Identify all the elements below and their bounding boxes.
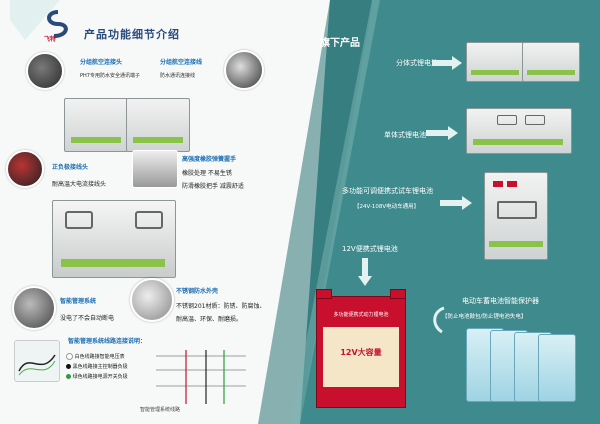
callout-4-title: 高强度橡胶弹簧握手 bbox=[182, 156, 237, 163]
callout-3-title: 正负极接线头 bbox=[52, 164, 89, 171]
brand-logo bbox=[38, 10, 74, 40]
connector-photo-2 bbox=[224, 50, 264, 90]
product-2-battery bbox=[466, 108, 572, 154]
protector-card-4 bbox=[538, 334, 576, 402]
wiring-legend: 白色线路接智能电压表 黑色线路接主控制器负极 绿色线路接电源开关负极 bbox=[66, 352, 128, 382]
product-2-label: 单体式锂电池 bbox=[384, 131, 426, 139]
wiring-footer: 智能管理系统线路 bbox=[140, 407, 181, 413]
main-battery bbox=[52, 200, 176, 278]
product-1-label: 分体式锂电池 bbox=[396, 59, 438, 67]
product-1-battery-a bbox=[466, 42, 524, 82]
arrow-down-icon bbox=[358, 258, 372, 286]
callout-6-desc-2: 耐高温、环保、耐磨损。 bbox=[176, 316, 243, 323]
callout-5-desc: 没电了不会自动断电 bbox=[60, 315, 115, 322]
product-1-battery-b bbox=[522, 42, 580, 82]
product-4-box-text-2: 12V大容量 bbox=[340, 348, 382, 357]
cable-icon bbox=[18, 354, 56, 376]
callout-6-title: 不锈钢防水外壳 bbox=[176, 288, 219, 295]
logo-icon bbox=[47, 10, 68, 38]
callout-1: 分组航空连接头 PH7专用防水安全通讯端子 bbox=[80, 57, 140, 79]
callout-4-desc-1: 橡胶处理 不易生锈 bbox=[182, 170, 232, 177]
callout-4: 高强度橡胶弹簧握手 橡胶处理 不易生锈 防滑橡胶把手 减震舒适 bbox=[182, 154, 244, 190]
bms-photo bbox=[12, 286, 56, 330]
product-3-battery bbox=[484, 172, 548, 260]
shell-photo bbox=[130, 278, 174, 322]
callout-4-desc-2: 防滑橡胶把手 减震舒适 bbox=[182, 183, 244, 190]
callout-2-desc: 防水通讯连接线 bbox=[160, 73, 196, 79]
terminal-photo bbox=[6, 150, 44, 188]
wiring-diagram bbox=[156, 350, 246, 404]
callout-5: 智能管理系统 没电了不会自动断电 bbox=[60, 296, 114, 322]
callout-2-title: 分组航空连接线 bbox=[160, 59, 203, 66]
arrow-right-icon-2 bbox=[426, 126, 458, 140]
arrow-curve-icon bbox=[433, 306, 445, 334]
wiring-title: 智能管理系统线路连接说明： bbox=[68, 338, 147, 345]
product-5-label: 电动车蓄电池智能保护器 bbox=[462, 297, 539, 305]
wiring-item-white: 白色线路接智能电压表 bbox=[66, 352, 128, 362]
brand-name: 飞特 bbox=[44, 36, 57, 43]
callout-2: 分组航空连接线 防水通讯连接线 bbox=[160, 57, 202, 79]
left-title: 产品功能细节介绍 bbox=[84, 28, 180, 41]
product-4-label: 12V便携式锂电池 bbox=[342, 245, 398, 253]
right-title: 旗下产品 bbox=[320, 38, 360, 49]
callout-5-title: 智能管理系统 bbox=[60, 298, 97, 305]
connector-photo-1 bbox=[26, 52, 64, 90]
callout-6-desc-1: 不锈钢201材质：防锈、防腐蚀、 bbox=[176, 303, 266, 310]
product-4-box-text-1: 多功能便携式动力锂电池 bbox=[333, 312, 389, 318]
battery-pair-left bbox=[64, 98, 128, 152]
product-3-sub: 【24V-108V电动车通用】 bbox=[354, 204, 420, 210]
callout-1-title: 分组航空连接头 bbox=[80, 59, 123, 66]
callout-6: 不锈钢防水外壳 不锈钢201材质：防锈、防腐蚀、 耐高温、环保、耐磨损。 bbox=[176, 286, 265, 323]
product-3-label: 多功能可调便携式试车锂电池 bbox=[342, 187, 433, 195]
wiring-photo bbox=[14, 340, 60, 382]
callout-1-desc: PH7专用防水安全通讯端子 bbox=[80, 73, 140, 79]
wiring-item-green: 绿色线路接电源开关负极 bbox=[66, 372, 128, 382]
product-4-battery: 多功能便携式动力锂电池 12V大容量 bbox=[316, 289, 406, 408]
arrow-right-icon bbox=[432, 56, 462, 70]
handle-photo bbox=[132, 150, 178, 188]
callout-3-desc: 耐高温大电流接线头 bbox=[52, 181, 107, 188]
product-5-sub: 【防止电池鼓包/防止锂电池失电】 bbox=[442, 314, 527, 320]
wiring-item-black: 黑色线路接主控制器负极 bbox=[66, 362, 128, 372]
arrow-right-icon-3 bbox=[440, 196, 472, 210]
callout-3: 正负极接线头 耐高温大电流接线头 bbox=[52, 162, 106, 188]
battery-pair-right bbox=[126, 98, 190, 152]
